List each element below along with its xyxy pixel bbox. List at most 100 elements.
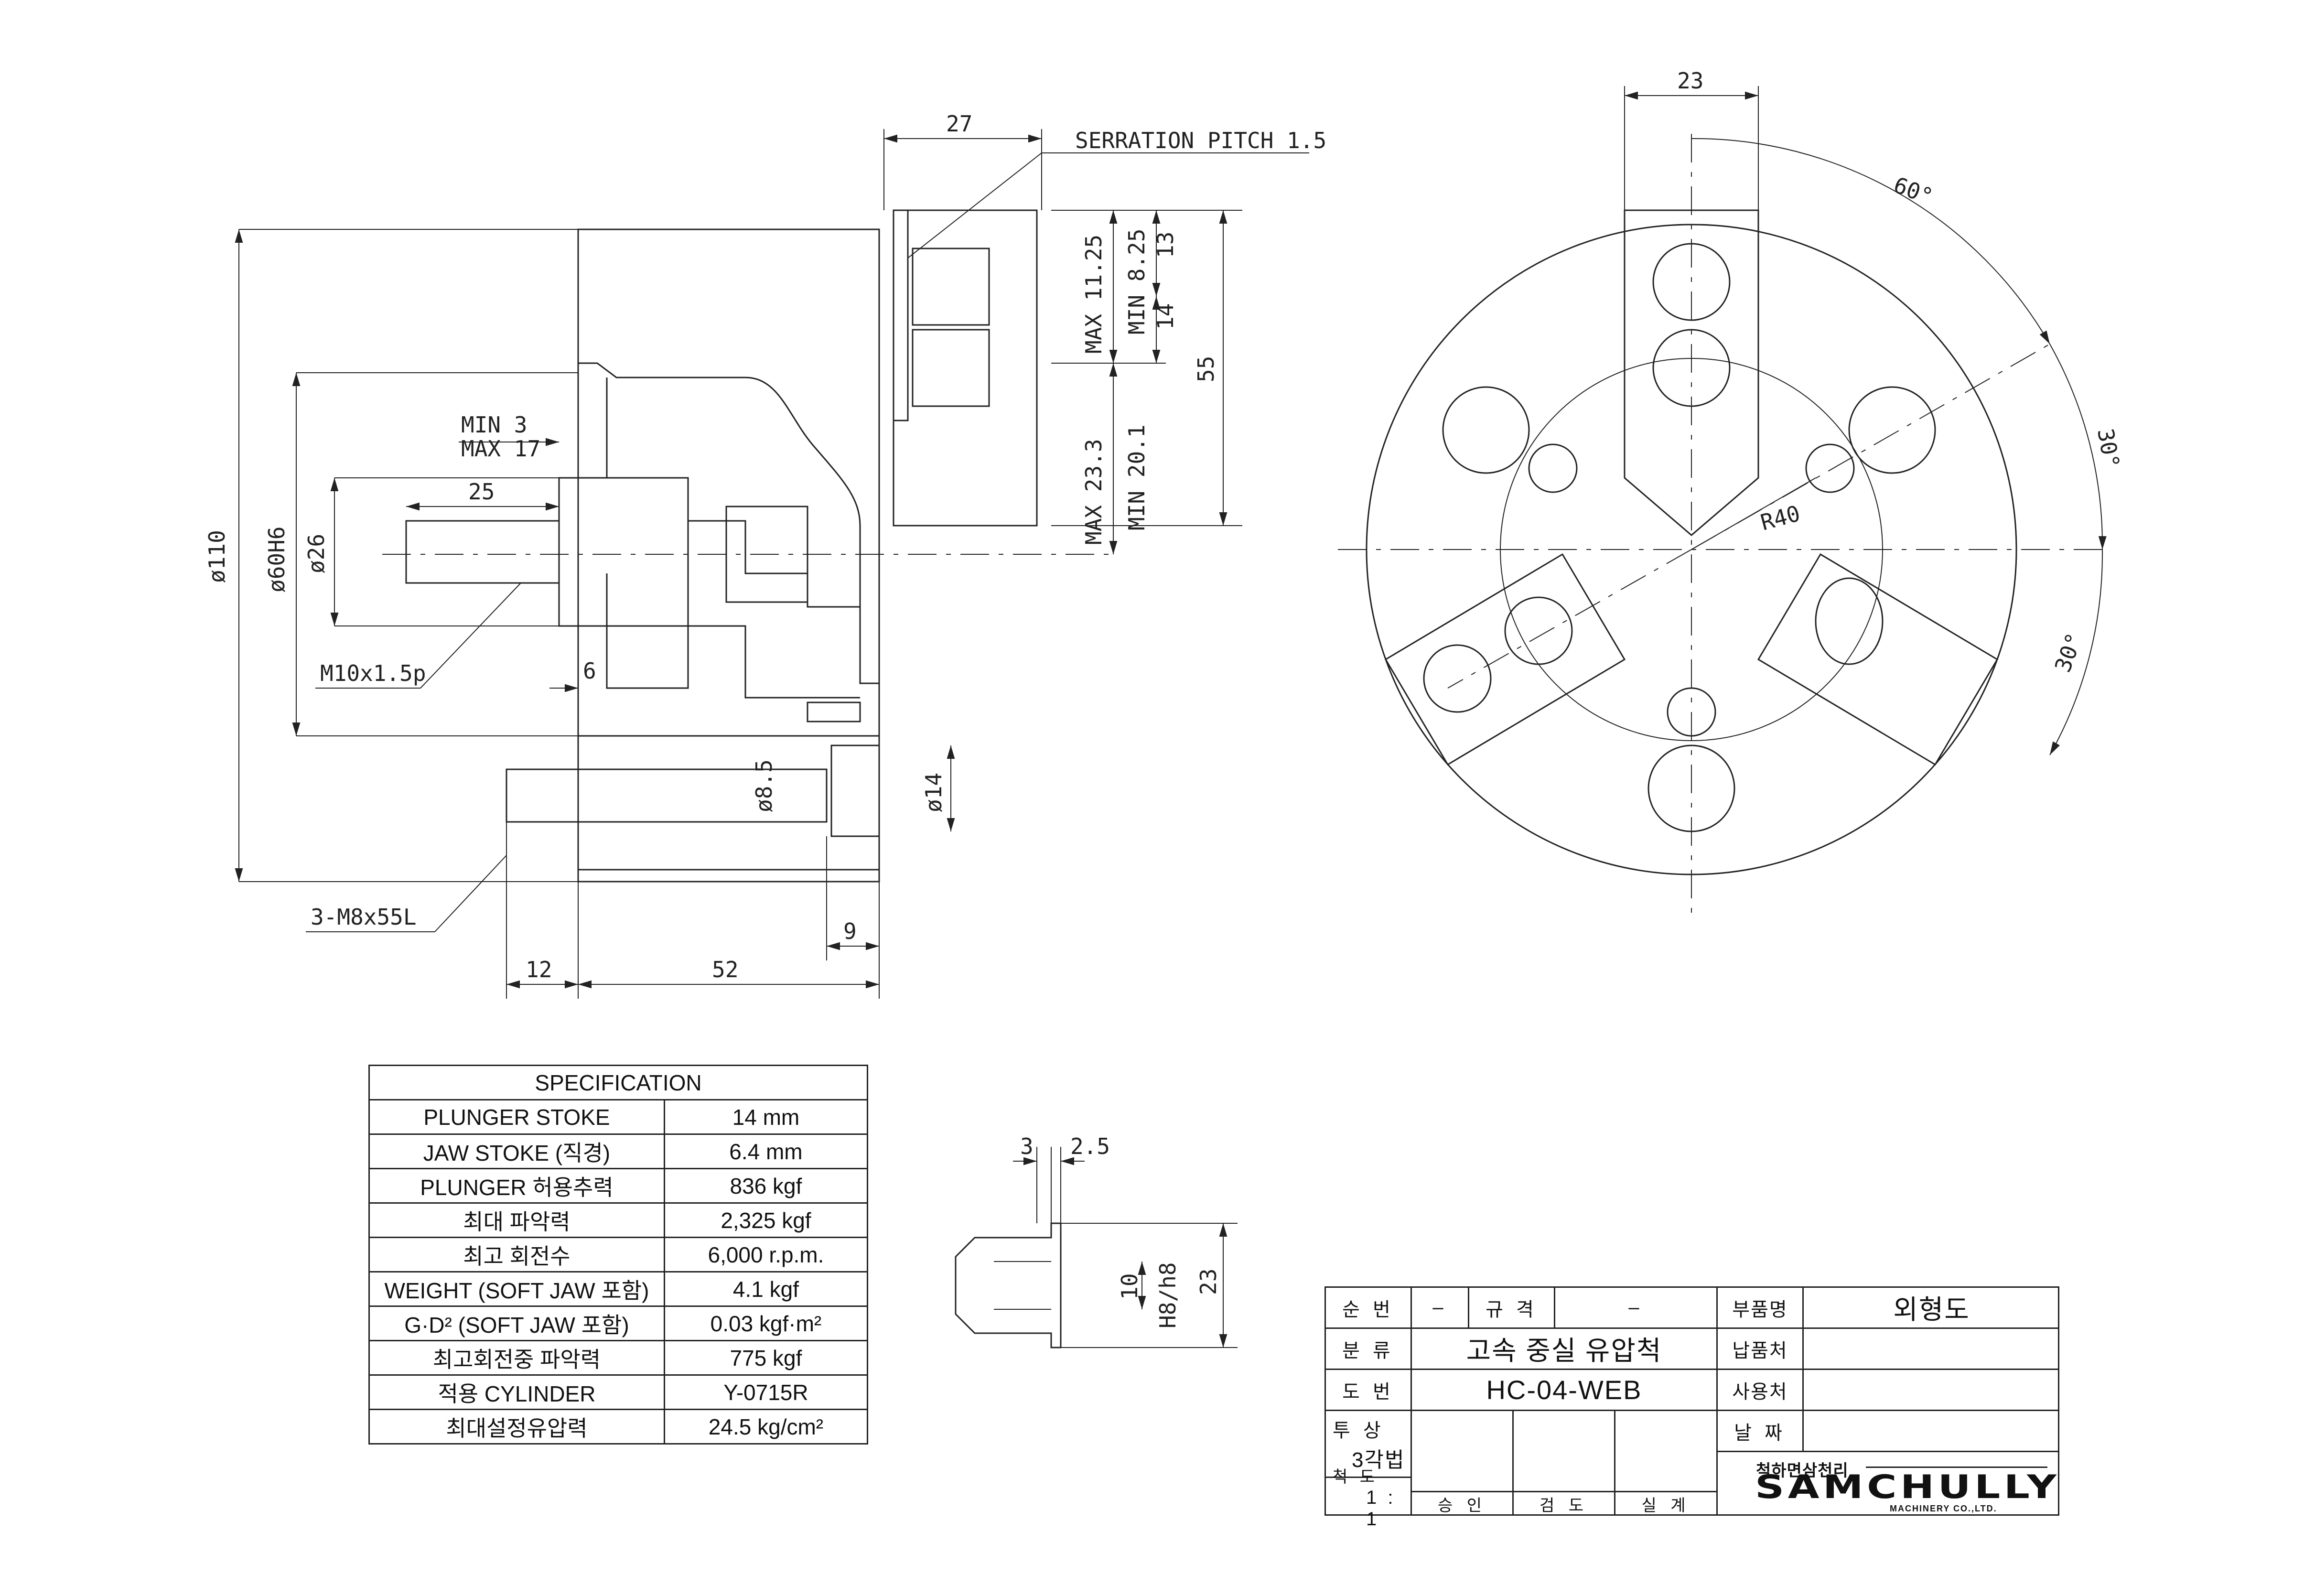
review-label: 검 도 [1514, 1492, 1615, 1516]
pin-left [1528, 443, 1578, 493]
spec-label: 최고회전중 파악력 [368, 1340, 665, 1376]
body-bore-profile [606, 573, 860, 699]
front-view-labels: 23 60° 30° 30° R40 [1677, 68, 2125, 676]
scale-cell: 척 도 1 : 1 [1326, 1468, 1412, 1530]
company-logo-korean: 척하면삼천리 [1756, 1462, 1849, 1480]
label-min3: MIN 3 [461, 412, 527, 438]
projection-cell: 투 상 3각법 [1326, 1411, 1412, 1478]
label-30a: 30° [2092, 427, 2125, 470]
spec-label: PLUNGER 허용추력 [368, 1168, 665, 1204]
right-jaw-slot [1815, 577, 1884, 665]
spec-label: 최대 파악력 [368, 1202, 665, 1238]
spec-value: 775 kgf [663, 1340, 869, 1376]
arc-30b [2049, 549, 2103, 755]
side-view-labels: SERRATION PITCH 1.5 27 ø110 ø60H6 ø26 MA… [204, 111, 1326, 982]
label-max17: MAX 17 [461, 436, 540, 462]
side-view [382, 209, 1118, 883]
label-23-front: 23 [1677, 68, 1703, 94]
table-row: JAW STOKE (직경)6.4 mm [368, 1133, 869, 1169]
spec-title: SPECIFICATION [368, 1065, 868, 1100]
right-jaw [1757, 553, 1999, 766]
spec-label-tb: 규 격 [1469, 1288, 1555, 1329]
master-jaw [893, 209, 1038, 527]
top-jaw [1624, 209, 1759, 536]
label-52: 52 [712, 957, 738, 982]
label-2-5: 2.5 [1070, 1133, 1110, 1159]
design-label: 실 계 [1615, 1492, 1718, 1516]
date-label: 날 짜 [1718, 1411, 1804, 1452]
locating-pin [807, 701, 861, 723]
label-min8: MIN 8.25 [1124, 228, 1150, 334]
label-60: 60° [1890, 172, 1937, 210]
projection-label: 투 상 [1333, 1420, 1385, 1441]
user-value [1804, 1370, 2059, 1411]
r40-leader [1691, 477, 1816, 550]
class-label: 분 류 [1326, 1329, 1412, 1370]
label-13: 13 [1152, 232, 1178, 258]
spec-label: G·D² (SOFT JAW 포함) [368, 1305, 665, 1341]
spec-label: WEIGHT (SOFT JAW 포함) [368, 1271, 665, 1307]
front-diag-centerline-2 [1447, 549, 1692, 689]
scale-value: 1 : 1 [1366, 1487, 1396, 1530]
label-25: 25 [468, 479, 495, 505]
mounting-bolt-shank [506, 768, 828, 823]
label-phi110: ø110 [204, 530, 230, 583]
seq-value: – [1412, 1288, 1469, 1329]
left-jaw [1384, 553, 1626, 766]
spec-label: JAW STOKE (직경) [368, 1133, 665, 1169]
part-name-value: 외형도 [1804, 1288, 2059, 1329]
mounting-bolt-head [830, 744, 880, 837]
spec-value: 4.1 kgf [663, 1271, 869, 1307]
arc-60 [1691, 138, 2050, 345]
leader-m10 [420, 582, 521, 689]
jaw-detail [955, 1147, 1238, 1348]
label-phi60: ø60H6 [264, 527, 290, 593]
body-inner-profile [606, 377, 860, 608]
label-m8: 3-M8x55L [311, 904, 417, 930]
front-view [1338, 86, 2112, 913]
spec-value: 24.5 kg/cm² [663, 1409, 869, 1445]
supplier-value [1804, 1329, 2059, 1370]
projection-value: 3각법 [1352, 1448, 1405, 1472]
label-phi8: ø8.5 [751, 759, 777, 812]
approve-label: 승 인 [1412, 1492, 1514, 1516]
drawing-no-value: HC-04-WEB [1412, 1370, 1718, 1411]
label-serration: SERRATION PITCH 1.5 [1075, 128, 1326, 153]
left-jaw-bolt-1 [1423, 644, 1492, 713]
label-23-jaw: 23 [1195, 1269, 1221, 1295]
spec-value: 836 kgf [663, 1168, 869, 1204]
label-h8: H8/h8 [1155, 1262, 1181, 1328]
label-9: 9 [843, 918, 857, 944]
jaw-serration-strip [893, 209, 909, 421]
date-value [1804, 1411, 2059, 1452]
body-step-profile [578, 362, 879, 684]
spec-label: PLUNGER STOKE [368, 1099, 665, 1135]
leader-m8 [434, 855, 507, 932]
spec-value: 6,000 r.p.m. [663, 1237, 869, 1272]
label-r40: R40 [1758, 500, 1803, 536]
part-name-label: 부품명 [1718, 1288, 1804, 1329]
jaw-detail-labels: 3 2.5 10 H8/h8 23 [1020, 1133, 1221, 1328]
spec-value: 14 mm [663, 1099, 869, 1135]
table-row: G·D² (SOFT JAW 포함)0.03 kgf·m² [368, 1305, 869, 1341]
title-block: 순 번 – 규 격 – 부품명 외형도 분 류 고속 중실 유압척 납품처 도 … [1324, 1286, 2059, 1530]
label-12: 12 [526, 957, 552, 982]
scale-label: 척 도 [1333, 1468, 1379, 1486]
jaw-detail-profile [955, 1222, 1062, 1348]
side-view-dimensions [235, 129, 1309, 999]
table-row: WEIGHT (SOFT JAW 포함)4.1 kgf [368, 1271, 869, 1307]
review-sign [1514, 1411, 1615, 1492]
design-sign [1615, 1411, 1718, 1492]
spec-label: 최대설정유압력 [368, 1409, 665, 1445]
class-value: 고속 중실 유압척 [1412, 1329, 1718, 1370]
jaw-bolt-upper [912, 248, 990, 326]
label-30b: 30° [2050, 629, 2088, 676]
